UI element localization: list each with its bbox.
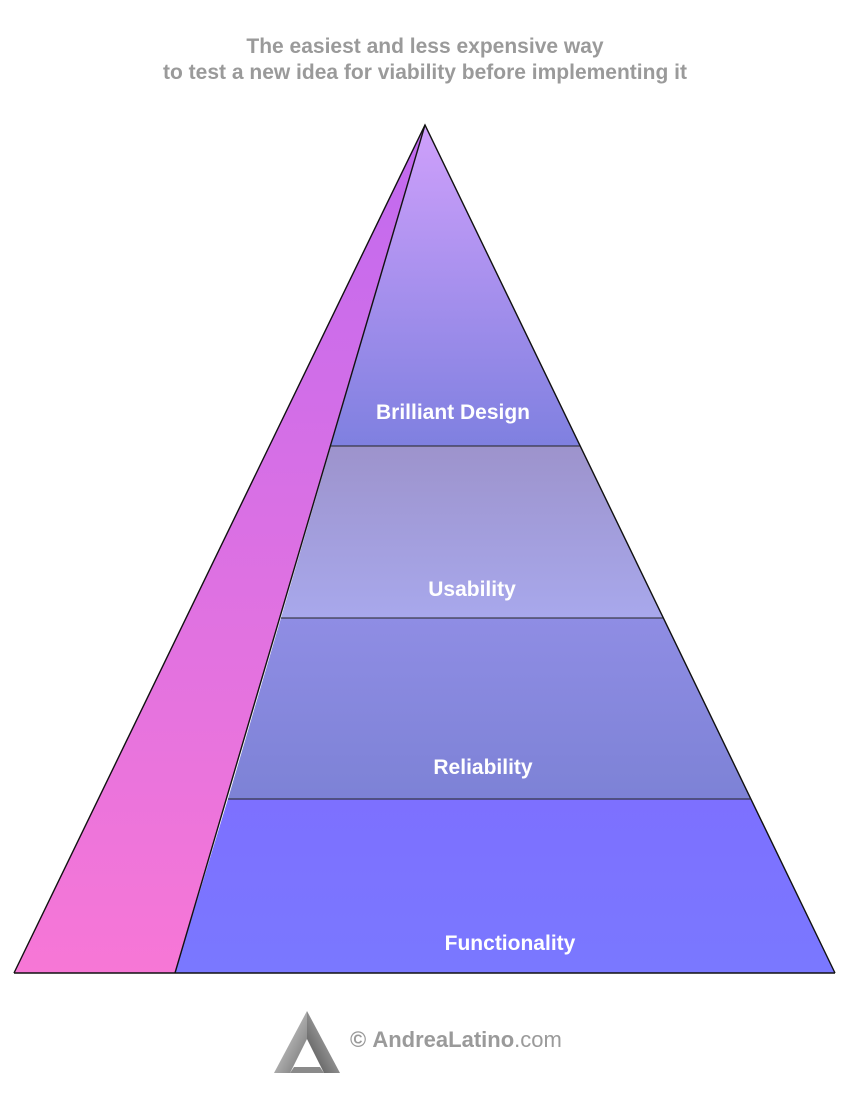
pyramid-layer-usability	[281, 446, 663, 618]
layer-label-usability: Usability	[428, 578, 516, 601]
footer-credit: © AndreaLatino.com	[350, 1027, 562, 1053]
title-line-1: The easiest and less expensive way	[246, 35, 604, 58]
footer-domain: .com	[514, 1027, 562, 1052]
copyright-symbol: ©	[350, 1027, 367, 1052]
pyramid-layer-reliability	[228, 618, 751, 799]
footer: © AndreaLatino.com	[270, 1005, 630, 1075]
pyramid-layer-functionality	[175, 799, 835, 973]
pyramid-layer-brilliant-design	[331, 125, 580, 446]
page-title: The easiest and less expensive way to te…	[0, 34, 850, 86]
pyramid-outline	[13, 123, 836, 974]
layer-dividers	[228, 445, 751, 800]
layer-label-reliability: Reliability	[433, 756, 533, 779]
title-line-2: to test a new idea for viability before …	[163, 61, 687, 84]
layer-label-brilliant-design: Brilliant Design	[376, 401, 530, 424]
layer-label-functionality: Functionality	[445, 932, 576, 955]
andrea-latino-logo-icon	[274, 1011, 340, 1073]
footer-brand: AndreaLatino	[372, 1027, 515, 1052]
